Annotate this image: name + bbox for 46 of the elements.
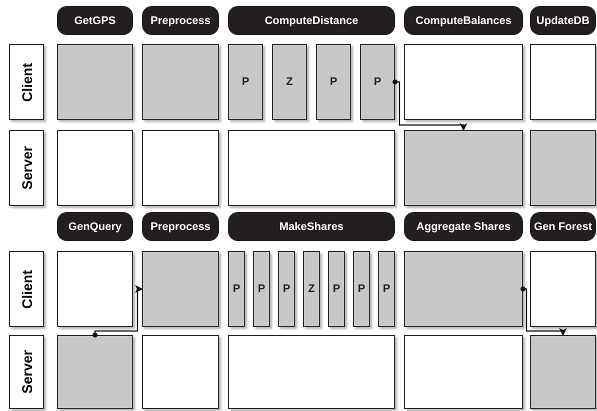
phase-label: UpdateDB — [530, 6, 596, 35]
phase-label: GenQuery — [57, 212, 133, 241]
empty-cell-box — [228, 130, 395, 206]
arrow — [92, 285, 143, 338]
empty-cell-box — [404, 130, 523, 206]
process-step-box: Z — [303, 251, 320, 327]
empty-cell-box — [142, 335, 219, 409]
process-step-box: P — [353, 251, 370, 327]
empty-cell-box — [57, 335, 133, 409]
empty-cell-box — [530, 44, 596, 120]
phase-label: MakeShares — [228, 212, 395, 241]
empty-cell-box — [57, 251, 133, 327]
empty-cell-box — [142, 130, 219, 206]
empty-cell-box — [404, 335, 523, 409]
process-step-box: Z — [272, 44, 307, 120]
row-label: Client — [9, 44, 44, 120]
process-step-box: P — [228, 251, 245, 327]
row-label: Client — [9, 251, 44, 327]
process-step-box: P — [328, 251, 345, 327]
phase-label: ComputeDistance — [228, 6, 395, 35]
row-label: Server — [9, 130, 44, 206]
phase-label: Gen Forest — [530, 212, 596, 241]
empty-cell-box — [530, 251, 596, 327]
empty-cell-box — [142, 44, 219, 120]
phase-label: Preprocess — [142, 212, 219, 241]
arrow — [392, 80, 468, 131]
process-step-box: P — [228, 44, 263, 120]
empty-cell-box — [530, 335, 596, 409]
phase-label: GetGPS — [57, 6, 133, 35]
phase-label: Preprocess — [142, 6, 219, 35]
arrow — [520, 286, 567, 336]
process-step-box: P — [360, 44, 395, 120]
row-label: Server — [9, 335, 44, 409]
empty-cell-box — [530, 130, 596, 206]
empty-cell-box — [404, 251, 523, 327]
phase-label: Aggregate Shares — [404, 212, 523, 241]
empty-cell-box — [57, 44, 133, 120]
empty-cell-box — [228, 335, 395, 409]
empty-cell-box — [404, 44, 523, 120]
phase-label: ComputeBalances — [404, 6, 523, 35]
process-step-box: P — [253, 251, 270, 327]
empty-cell-box — [57, 130, 133, 206]
empty-cell-box — [142, 251, 219, 327]
process-step-box: P — [378, 251, 395, 327]
process-step-box: P — [316, 44, 351, 120]
process-step-box: P — [278, 251, 295, 327]
